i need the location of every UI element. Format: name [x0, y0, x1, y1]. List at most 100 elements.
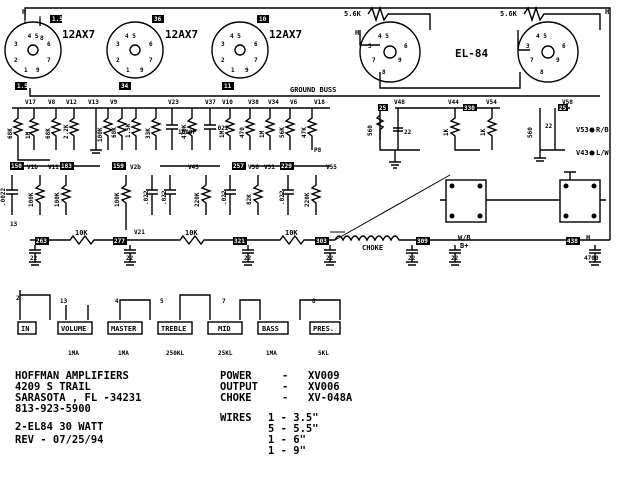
svg-text:8: 8 [40, 35, 44, 42]
svg-text:1.5K: 1.5K [125, 123, 132, 138]
tube-v1-name: 12AX7 [62, 28, 95, 41]
svg-text:V17: V17 [25, 99, 36, 106]
svg-text:13: 13 [60, 298, 68, 305]
svg-text:1M: 1M [25, 131, 32, 139]
svg-text:6: 6 [254, 41, 258, 48]
svg-text:3: 3 [116, 41, 120, 48]
svg-text:303: 303 [316, 238, 327, 245]
control-volume: VOLUME [61, 325, 86, 333]
svg-text:438: 438 [567, 238, 578, 245]
control-presence: PRES. [313, 325, 334, 333]
svg-text:R/B: R/B [596, 126, 609, 134]
controls-row: 2 13 4 5 7 8 IN VOLUME MASTER TREBLE MID… [16, 290, 341, 357]
svg-text:V48: V48 [394, 99, 405, 106]
svg-text:7: 7 [222, 298, 226, 305]
svg-text:7: 7 [254, 57, 258, 64]
control-in: IN [21, 325, 29, 333]
svg-text:1M: 1M [259, 130, 266, 138]
svg-text:1.5: 1.5 [17, 83, 28, 90]
svg-text:V55: V55 [326, 164, 337, 171]
tube-v1: 4 5 3 6 2 7 1 9 8 12AX7 1.5 1.5 H [4, 8, 95, 90]
heater-wire-top [24, 7, 611, 240]
svg-text:1000P: 1000P [178, 129, 196, 136]
svg-text:1MA: 1MA [118, 350, 129, 357]
svg-text:2: 2 [16, 295, 20, 302]
svg-text:V44: V44 [448, 99, 459, 106]
svg-text:22: 22 [126, 255, 134, 262]
svg-text:H: H [355, 29, 359, 37]
svg-text:6: 6 [47, 41, 51, 48]
svg-text:9: 9 [556, 57, 560, 64]
svg-text:7: 7 [47, 57, 51, 64]
mid-network: 150 V1b V11 183 159 V2b V45 257 V36 V31 … [0, 162, 337, 230]
svg-text:1 - 6": 1 - 6" [268, 434, 306, 446]
transformer-list: POWER - XV009 OUTPUT - XV006 CHOKE - XV-… [220, 370, 353, 404]
model-name: 2-EL84 30 WATT [15, 421, 104, 433]
svg-text:1MA: 1MA [68, 350, 79, 357]
svg-text:3: 3 [221, 41, 225, 48]
svg-text:OUTPUT: OUTPUT [220, 381, 258, 393]
svg-text:V23: V23 [168, 99, 179, 106]
svg-text:229: 229 [281, 163, 292, 170]
svg-text:321: 321 [234, 238, 245, 245]
svg-text:9: 9 [245, 67, 249, 74]
tube-v3-name: 12AX7 [269, 28, 302, 41]
svg-text:11: 11 [224, 83, 232, 90]
b-plus-rail: 10K 10K 10K 263 277 V21 321 303 CHOKE 30… [29, 174, 610, 266]
svg-text:100K: 100K [28, 192, 35, 207]
svg-text:-: - [282, 392, 288, 404]
svg-text:L/W: L/W [596, 149, 609, 157]
ground-buss-label: GROUND BUSS [290, 86, 336, 94]
svg-text:-: - [282, 381, 288, 393]
svg-text:22: 22 [408, 255, 416, 262]
svg-text:5.6K: 5.6K [500, 10, 518, 18]
svg-text:1M: 1M [219, 130, 226, 138]
svg-text:1 - 3.5": 1 - 3.5" [268, 412, 319, 424]
output-jacks [440, 171, 606, 223]
svg-text:V36: V36 [248, 164, 259, 171]
tube-v3-top-tag [257, 15, 269, 23]
svg-text:10K: 10K [185, 229, 198, 237]
svg-text:25KL: 25KL [218, 350, 233, 357]
revision: REV - 07/25/94 [15, 434, 104, 446]
svg-text:2: 2 [14, 57, 18, 64]
svg-text:10K: 10K [75, 229, 88, 237]
svg-text:.022: .022 [221, 190, 228, 205]
svg-text:1: 1 [231, 67, 235, 74]
svg-text:1: 1 [24, 67, 28, 74]
svg-text:-: - [282, 370, 288, 382]
title-block: HOFFMAN AMPLIFIERS 4209 S TRAIL SARASOTA… [15, 370, 141, 446]
svg-text:XV006: XV006 [308, 381, 340, 393]
svg-text:V21: V21 [134, 229, 145, 236]
svg-text:7: 7 [372, 57, 376, 64]
svg-text:22: 22 [451, 255, 459, 262]
control-bass: BASS [262, 325, 279, 333]
svg-text:220K: 220K [304, 192, 311, 207]
svg-text:159: 159 [113, 163, 124, 170]
svg-text:220K: 220K [194, 192, 201, 207]
svg-text:.022: .022 [143, 190, 150, 205]
svg-text:7: 7 [530, 57, 534, 64]
svg-text:470K: 470K [181, 124, 188, 139]
svg-text:22: 22 [545, 123, 553, 130]
svg-text:8: 8 [382, 69, 386, 76]
power-tube-name: EL-84 [455, 47, 488, 60]
test-point-row: V17 V8 V12 V13 V9 V23 V37 V10 V38 V34 V6… [12, 99, 573, 109]
svg-text:1K: 1K [443, 128, 450, 136]
tube-v3-bottom-tag [222, 82, 234, 90]
svg-text:277: 277 [114, 238, 125, 245]
svg-text:257: 257 [233, 163, 244, 170]
svg-text:V54: V54 [486, 99, 497, 106]
svg-text:P8: P8 [314, 147, 322, 154]
svg-text:V18: V18 [314, 99, 325, 106]
svg-text:22: 22 [326, 255, 334, 262]
svg-text:V8: V8 [48, 99, 56, 106]
svg-text:V43: V43 [576, 149, 589, 157]
svg-text:56K: 56K [279, 127, 286, 138]
svg-text:H: H [22, 8, 26, 16]
svg-text:183: 183 [61, 163, 72, 170]
svg-text:263: 263 [36, 238, 47, 245]
svg-text:150: 150 [11, 163, 22, 170]
svg-text:34: 34 [121, 83, 129, 90]
